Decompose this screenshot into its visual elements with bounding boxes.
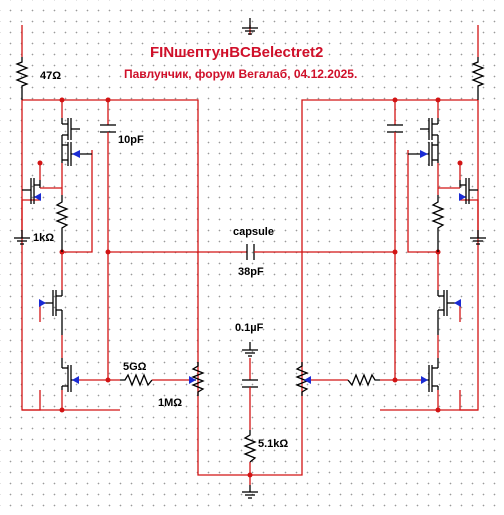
resistor-47-right-icon — [471, 57, 485, 100]
transistor-right-top-icon — [420, 118, 439, 145]
resistor-1k-right-icon — [431, 195, 445, 252]
label-resistor-5g: 5GΩ — [123, 361, 147, 373]
capacitor-10p-right-icon — [387, 124, 403, 138]
resistor-5g-right-icon — [347, 373, 380, 387]
label-potentiometer-1m: 1MΩ — [158, 397, 183, 409]
ground-cap-icon — [242, 342, 258, 357]
label-capsule: capsule — [233, 226, 274, 238]
transistor-right-low-icon — [437, 290, 461, 335]
resistor-5k1-icon — [243, 430, 257, 463]
ground-top-icon — [242, 18, 258, 35]
label-resistor-1k: 1kΩ — [33, 232, 55, 244]
schematic-title: FINшептунBCBelectret2 — [150, 44, 324, 61]
transistor-left-mid-icon — [61, 142, 92, 166]
wires — [21, 25, 479, 485]
transistor-right-bottom-icon — [421, 358, 439, 392]
capsule-capacitor-icon — [246, 244, 257, 260]
label-resistor-5k1: 5.1kΩ — [258, 438, 289, 450]
resistor-1k-left-icon — [55, 195, 69, 252]
capacitor-01u-icon — [242, 379, 258, 392]
ground-right-icon — [470, 230, 486, 245]
label-capacitor-38p: 38pF — [238, 266, 264, 278]
transistor-right-side-icon — [438, 178, 478, 204]
resistor-5g-left-icon — [120, 373, 153, 387]
transistor-left-low-icon — [39, 290, 63, 335]
schematic-subtitle: Павлунчик, форум Вегалаб, 04.12.2025. — [124, 67, 358, 81]
transistor-left-bottom-icon — [61, 358, 79, 392]
label-resistor-47: 47Ω — [40, 70, 62, 82]
ground-bottom-icon — [242, 485, 258, 499]
transistor-left-top-icon — [61, 118, 80, 145]
transistor-left-side-icon — [22, 178, 62, 204]
label-capacitor-10p: 10pF — [118, 134, 144, 146]
ground-left-icon — [14, 230, 30, 245]
junctions — [37, 97, 463, 478]
potentiometer-left-icon — [189, 362, 205, 396]
transistor-right-mid-icon — [408, 142, 439, 166]
label-capacitor-01u: 0.1µF — [235, 322, 264, 334]
capacitor-10p-left-icon — [100, 124, 116, 138]
potentiometer-right-icon — [295, 362, 311, 396]
resistor-47-left-icon — [15, 57, 29, 100]
